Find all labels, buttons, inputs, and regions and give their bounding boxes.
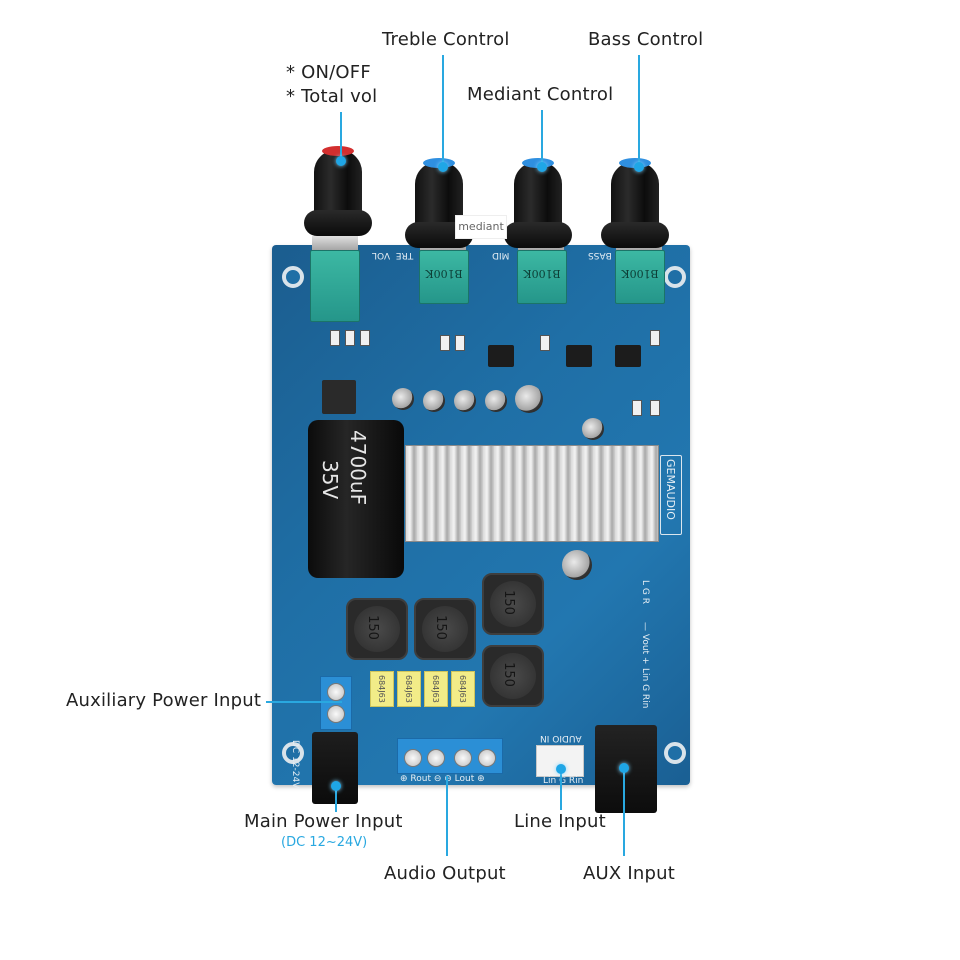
electrolytic-capacitor: [454, 390, 476, 412]
silk-audio-in: AUDIO IN: [540, 733, 582, 743]
silk-audio-out: ⊕ Rout ⊖ ⊖ Lout ⊕: [400, 774, 485, 784]
knob-skirt: [504, 222, 572, 248]
silk-header-lin: Lin G Rin: [640, 668, 650, 709]
smd-resistor: [440, 335, 450, 351]
silk-header-vout: — Vout +: [640, 622, 650, 665]
pot-shaft: [312, 236, 358, 252]
leader-line: [335, 790, 337, 812]
smd-resistor: [650, 330, 660, 346]
callout-dot: [331, 781, 341, 791]
label-aux-input: AUX Input: [583, 863, 675, 884]
inductor: 150: [346, 598, 408, 660]
terminal-screw: [327, 683, 345, 701]
smd-resistor: [345, 330, 355, 346]
mount-hole: [282, 266, 304, 288]
label-mediant-control: Mediant Control: [467, 84, 614, 105]
leader-line: [446, 776, 448, 856]
terminal-screw: [327, 705, 345, 723]
smd-resistor: [632, 400, 642, 416]
label-total-vol: * Total vol: [286, 86, 378, 107]
silk-line-in: Lin G Rin: [543, 776, 584, 786]
pot-mediant: B100K: [517, 250, 567, 304]
label-line-input: Line Input: [514, 811, 606, 832]
electrolytic-capacitor: [582, 418, 604, 440]
leader-line: [266, 701, 342, 703]
leader-line: [560, 770, 562, 810]
knob-cap: [322, 146, 354, 156]
smd-resistor: [540, 335, 550, 351]
pot-volume: [310, 250, 360, 322]
callout-dot: [438, 162, 448, 172]
inductor: 150: [482, 645, 544, 707]
silk-bass: BASS: [588, 250, 612, 260]
pot-treble: B100K: [419, 250, 469, 304]
terminal-screw: [478, 749, 496, 767]
label-main-power-input: Main Power Input: [244, 811, 403, 832]
terminal-screw: [404, 749, 422, 767]
electrolytic-capacitor: [392, 388, 414, 410]
knob-body: [611, 162, 659, 232]
label-on-off: * ON/OFF: [286, 62, 371, 83]
knob-skirt: [304, 210, 372, 236]
inductor: 150: [414, 598, 476, 660]
leader-line: [541, 110, 543, 165]
aux-power-terminal[interactable]: [320, 676, 352, 730]
film-capacitor: 684J63: [370, 671, 394, 707]
smd-resistor: [650, 400, 660, 416]
callout-dot: [619, 763, 629, 773]
film-capacitor: 684J63: [397, 671, 421, 707]
leader-line: [340, 112, 342, 160]
pot-bass: B100K: [615, 250, 665, 304]
inductor: 150: [482, 573, 544, 635]
silk-mid: MID: [492, 250, 510, 260]
audio-output-terminal[interactable]: [397, 738, 503, 774]
main-capacitor: 4700uF 35V: [308, 420, 404, 578]
smd-resistor: [330, 330, 340, 346]
callout-dot: [556, 764, 566, 774]
brand-logo: GEMAUDIO: [660, 455, 682, 535]
leader-line: [442, 55, 444, 165]
heatsink: [405, 445, 659, 542]
knob-skirt: [601, 222, 669, 248]
voltage-regulator: [322, 380, 356, 414]
film-capacitor: 684J63: [451, 671, 475, 707]
electrolytic-capacitor: [485, 390, 507, 412]
label-audio-output: Audio Output: [384, 863, 506, 884]
label-main-power-spec: (DC 12~24V): [281, 835, 368, 850]
mount-hole: [664, 266, 686, 288]
callout-dot: [537, 162, 547, 172]
smd-resistor: [455, 335, 465, 351]
callout-dot: [634, 162, 644, 172]
film-capacitor: 684J63: [424, 671, 448, 707]
mediant-sticker: mediant: [455, 215, 507, 239]
silk-tre-vol: TRE VOL: [372, 250, 414, 260]
electrolytic-capacitor: [423, 390, 445, 412]
ic-chip: [488, 345, 514, 367]
terminal-screw: [454, 749, 472, 767]
electrolytic-capacitor: [515, 385, 543, 413]
label-bass-control: Bass Control: [588, 29, 704, 50]
leader-line: [638, 55, 640, 165]
mount-hole: [282, 742, 304, 764]
electrolytic-capacitor: [562, 550, 592, 580]
leader-line: [623, 768, 625, 856]
label-treble-control: Treble Control: [382, 29, 510, 50]
knob-body: [514, 162, 562, 232]
ic-chip: [615, 345, 641, 367]
smd-resistor: [360, 330, 370, 346]
silk-dc: DC 12-24V: [290, 740, 300, 789]
mount-hole: [664, 742, 686, 764]
ic-chip: [566, 345, 592, 367]
terminal-screw: [427, 749, 445, 767]
silk-header-lgr: L G R: [640, 580, 650, 604]
label-auxiliary-power-input: Auxiliary Power Input: [66, 690, 262, 711]
callout-dot: [336, 156, 346, 166]
